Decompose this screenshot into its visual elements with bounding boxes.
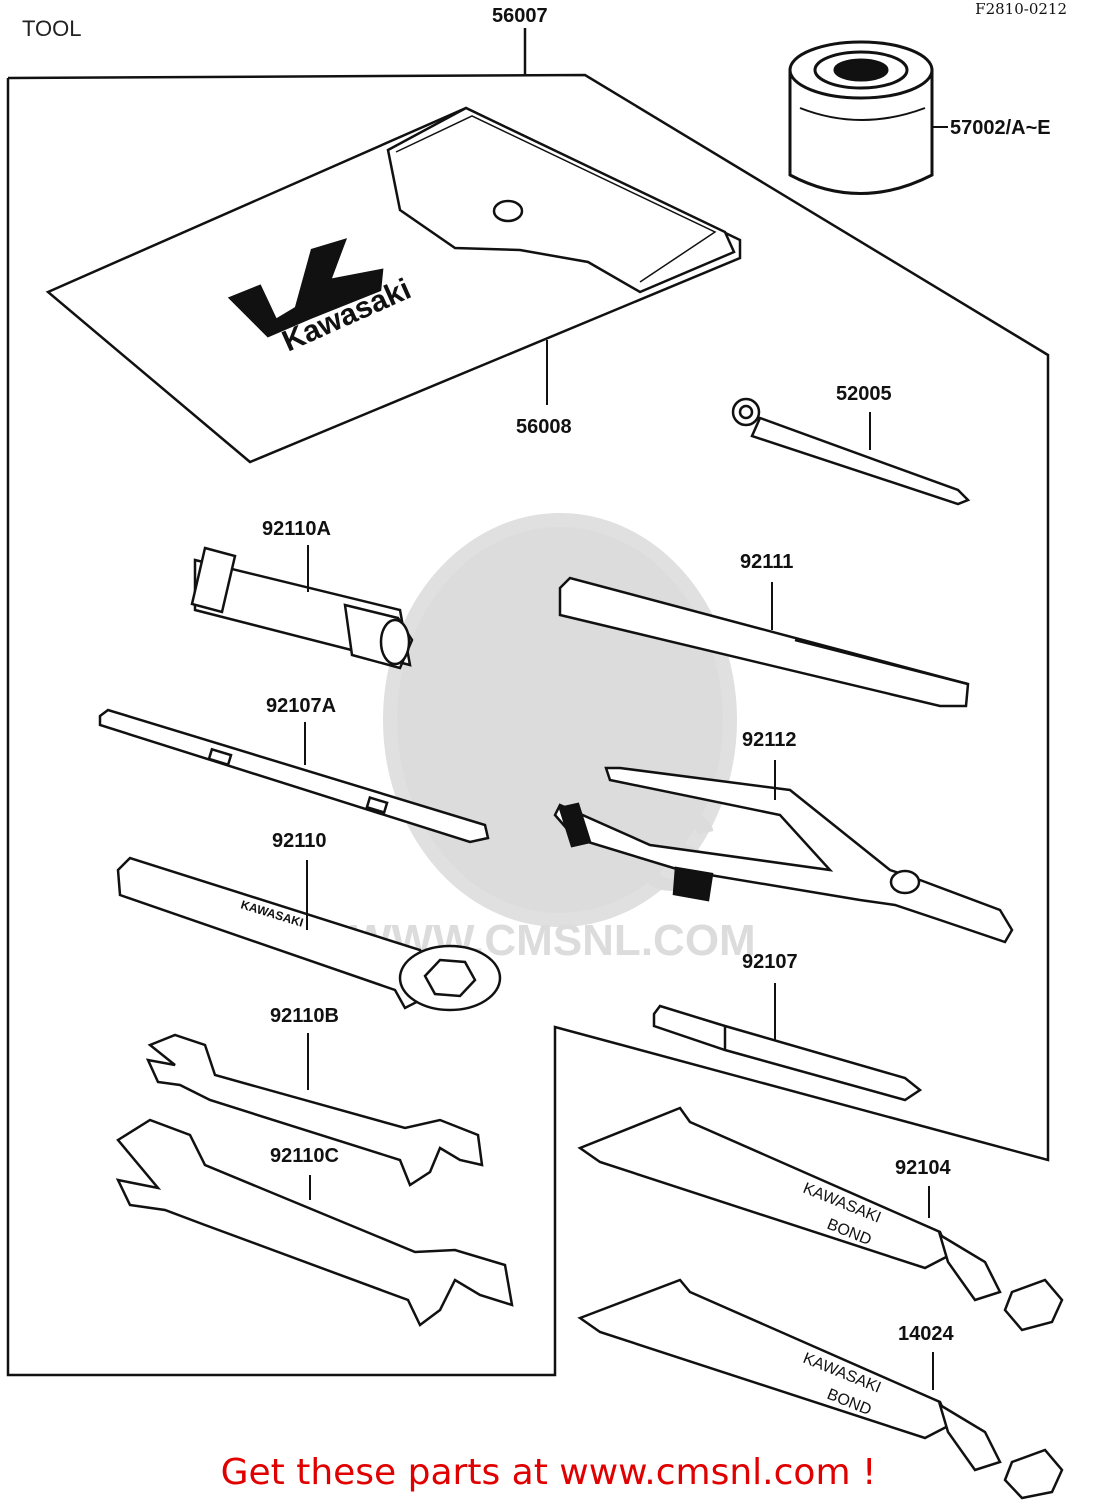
- label-92110A: 92110A: [262, 518, 331, 540]
- pliers: [553, 766, 1014, 944]
- screwdriver-handle: [98, 708, 490, 844]
- spoke-wrench-bar: [731, 397, 971, 506]
- label-92107A: 92107A: [266, 695, 336, 717]
- footer-link-text[interactable]: Get these parts at www.cmsnl.com !: [220, 1452, 877, 1493]
- extension-handle: [558, 576, 970, 708]
- tool-pouch: Kawasaki: [45, 106, 742, 464]
- label-92112: 92112: [742, 729, 797, 751]
- label-92104: 92104: [895, 1157, 951, 1179]
- part-labels: 56007 57002/A~E 56008 52005 92110A 92111…: [262, 5, 1051, 1345]
- label-52005: 52005: [836, 383, 892, 405]
- bond-tube-lower: KAWASAKI BOND: [577, 1278, 1064, 1500]
- label-57002: 57002/A~E: [950, 117, 1051, 139]
- grease-can: [788, 40, 934, 195]
- label-92107: 92107: [742, 951, 798, 973]
- label-56008: 56008: [516, 416, 572, 438]
- label-14024: 14024: [898, 1323, 954, 1345]
- label-92110B: 92110B: [270, 1005, 339, 1027]
- plug-wrench: [190, 546, 414, 670]
- label-92110C: 92110C: [270, 1145, 339, 1167]
- label-92110: 92110: [272, 830, 327, 852]
- open-spanner-large: [115, 1118, 514, 1327]
- leader-lines: [304, 126, 948, 1390]
- page-title: TOOL: [22, 16, 82, 41]
- label-92111: 92111: [740, 551, 793, 573]
- open-spanner-small: [145, 1033, 484, 1187]
- screwdriver-bit: [652, 1004, 923, 1102]
- bond-tube-upper: KAWASAKI BOND: [577, 1106, 1064, 1332]
- reference-code: F2810-0212: [975, 0, 1067, 18]
- assembly-frame: [6, 28, 1050, 1377]
- label-56007: 56007: [492, 5, 548, 27]
